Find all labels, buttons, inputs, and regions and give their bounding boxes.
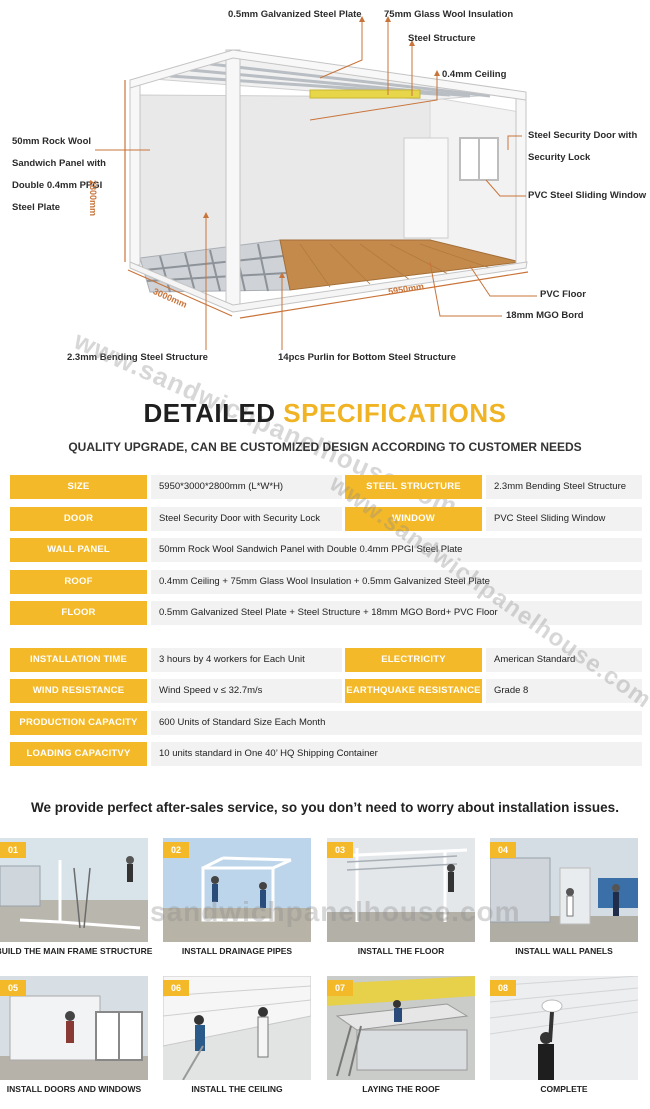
spec-row-wall: WALL PANEL 50mm Rock Wool Sandwich Panel… <box>10 538 642 562</box>
spec-val-roof: 0.4mm Ceiling + 75mm Glass Wool Insulati… <box>151 570 642 594</box>
spec-key-roof: ROOF <box>10 570 147 594</box>
step-number-2: 02 <box>163 842 189 858</box>
heading-part-specifications: SPECIFICATIONS <box>283 398 507 428</box>
label-glass-wool: 75mm Glass Wool Insulation <box>384 9 514 20</box>
step-caption-4: INSTALL WALL PANELS <box>515 946 613 956</box>
dimension-height: 2800mm <box>88 180 98 217</box>
spec-row-door: DOOR Steel Security Door with Security L… <box>10 507 642 531</box>
spec-val-window: PVC Steel Sliding Window <box>486 507 642 531</box>
spec-row-installation: INSTALLATION TIME 3 hours by 4 workers f… <box>10 648 642 672</box>
step-number-3: 03 <box>327 842 353 858</box>
step-number-1: 01 <box>0 842 26 858</box>
label-bending-steel: 2.3mm Bending Steel Structure <box>67 352 208 363</box>
spec-val-production: 600 Units of Standard Size Each Month <box>151 711 642 735</box>
step-photo-8 <box>490 976 638 1080</box>
step-photo-7 <box>327 976 475 1080</box>
spec-key-window: WINDOW <box>345 507 482 531</box>
label-security-door: Steel Security Door with Security Lock <box>528 130 638 163</box>
service-statement: We provide perfect after-sales service, … <box>31 800 619 815</box>
spec-key-size: SIZE <box>10 475 147 499</box>
spec-row-wind: WIND RESISTANCE Wind Speed v ≤ 32.7m/s E… <box>10 679 642 703</box>
step-number-6: 06 <box>163 980 189 996</box>
spec-val-wall: 50mm Rock Wool Sandwich Panel with Doubl… <box>151 538 642 562</box>
spec-row-floor: FLOOR 0.5mm Galvanized Steel Plate + Ste… <box>10 601 642 625</box>
spec-key-floor: FLOOR <box>10 601 147 625</box>
spec-val-earthquake: Grade 8 <box>486 679 642 703</box>
spec-key-installation: INSTALLATION TIME <box>10 648 147 672</box>
container-illustration <box>95 16 537 350</box>
step-caption-6: INSTALL THE CEILING <box>191 1084 283 1094</box>
spec-val-installation: 3 hours by 4 workers for Each Unit <box>151 648 342 672</box>
label-pvc-floor: PVC Floor <box>540 289 586 300</box>
label-mgo-board: 18mm MGO Bord <box>506 310 584 321</box>
label-rock-wool: 50mm Rock Wool Sandwich Panel with Doubl… <box>12 136 106 213</box>
spec-row-size: SIZE 5950*3000*2800mm (L*W*H) STEEL STRU… <box>10 475 642 499</box>
label-galvanized-plate: 0.5mm Galvanized Steel Plate <box>228 9 362 20</box>
spec-val-size: 5950*3000*2800mm (L*W*H) <box>151 475 342 499</box>
spec-val-floor: 0.5mm Galvanized Steel Plate + Steel Str… <box>151 601 642 625</box>
spec-val-electricity: American Standard <box>486 648 642 672</box>
spec-key-earthquake: EARTHQUAKE RESISTANCE <box>345 679 482 703</box>
spec-key-loading: LOADING CAPACITVY <box>10 742 147 766</box>
step-caption-2: INSTALL DRAINAGE PIPES <box>181 946 293 956</box>
step-number-7: 07 <box>327 980 353 996</box>
step-number-4: 04 <box>490 842 516 858</box>
heading-part-detailed: DETAILED <box>143 398 284 428</box>
spec-row-production: PRODUCTION CAPACITY 600 Units of Standar… <box>10 711 642 735</box>
spec-key-steel: STEEL STRUCTURE <box>345 475 482 499</box>
spec-key-wall: WALL PANEL <box>10 538 147 562</box>
label-sliding-window: PVC Steel Sliding Window <box>528 190 647 201</box>
section-heading: DETAILED SPECIFICATIONS <box>0 398 650 429</box>
step-caption-3: INSTALL THE FLOOR <box>357 946 445 956</box>
spec-val-door: Steel Security Door with Security Lock <box>151 507 342 531</box>
spec-val-steel: 2.3mm Bending Steel Structure <box>486 475 642 499</box>
label-steel-structure: Steel Structure <box>408 33 476 44</box>
watermark-bottom: sandwichpanelhouse.com <box>150 896 521 927</box>
spec-val-wind: Wind Speed v ≤ 32.7m/s <box>151 679 342 703</box>
step-caption-5: INSTALL DOORS AND WINDOWS <box>6 1084 142 1094</box>
step-caption-8: COMPLETE <box>540 1084 588 1094</box>
step-number-8: 08 <box>490 980 516 996</box>
spec-key-wind: WIND RESISTANCE <box>10 679 147 703</box>
label-purlin: 14pcs Purlin for Bottom Steel Structure <box>278 352 456 363</box>
spec-row-loading: LOADING CAPACITVY 10 units standard in O… <box>10 742 642 766</box>
spec-key-door: DOOR <box>10 507 147 531</box>
installation-steps: 01 BUILD THE MAIN FRAME STRUCTURE 02 INS… <box>0 838 650 1109</box>
spec-val-loading: 10 units standard in One 40’ HQ Shipping… <box>151 742 642 766</box>
container-diagram: 0.5mm Galvanized Steel Plate 75mm Glass … <box>0 0 650 522</box>
spec-key-production: PRODUCTION CAPACITY <box>10 711 147 735</box>
label-ceiling: 0.4mm Ceiling <box>442 69 507 80</box>
spec-row-roof: ROOF 0.4mm Ceiling + 75mm Glass Wool Ins… <box>10 570 642 594</box>
step-caption-7: LAYING THE ROOF <box>362 1084 440 1094</box>
spec-key-electricity: ELECTRICITY <box>345 648 482 672</box>
step-number-5: 05 <box>0 980 26 996</box>
section-subheading: QUALITY UPGRADE, CAN BE CUSTOMIZED DESIG… <box>68 440 582 454</box>
step-caption-1: BUILD THE MAIN FRAME STRUCTURE <box>0 946 153 956</box>
